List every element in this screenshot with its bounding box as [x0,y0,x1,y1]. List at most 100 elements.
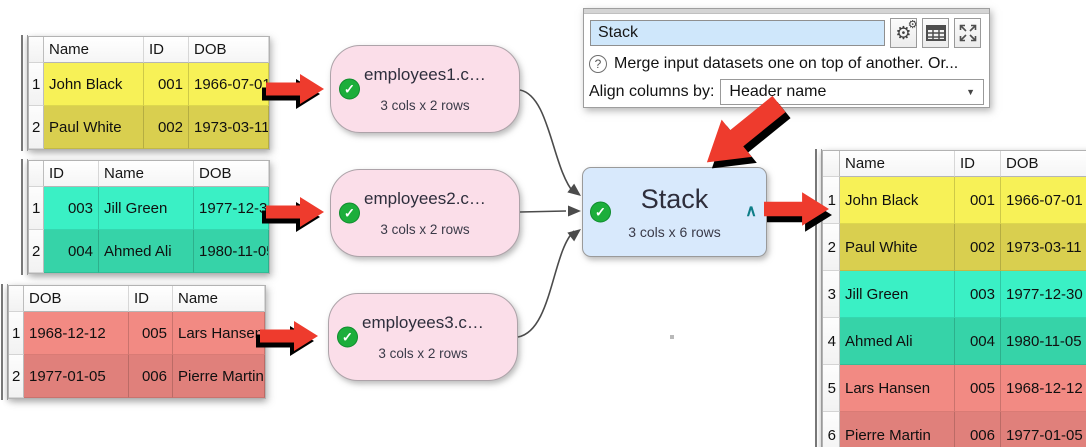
row-number[interactable]: 2 [29,230,44,273]
node-stack[interactable]: ✓ Stack 3 cols x 6 rows ∧ [582,167,767,257]
ok-check-icon: ✓ [339,202,360,224]
cell[interactable]: Lars Hansen [840,365,955,412]
header-cell[interactable]: Name [840,151,955,177]
cell[interactable]: 003 [44,187,99,230]
node-subtitle: 3 cols x 2 rows [380,98,470,113]
cell[interactable]: Pierre Martin [840,412,955,447]
panel-top-strip [584,9,989,14]
connector-lines [517,89,575,338]
node-title: employees3.c… [362,313,484,332]
corner-cell[interactable] [9,286,24,312]
cell[interactable]: Ahmed Ali [840,318,955,365]
cell[interactable]: Lars Hansen [173,312,265,355]
chevron-down-icon: ▼ [966,87,975,97]
help-icon[interactable]: ? [589,55,607,73]
row-number[interactable]: 5 [823,365,840,412]
align-columns-select[interactable]: Header name ▼ [720,79,984,105]
cell[interactable]: 1980-11-05 [194,230,269,273]
row-number[interactable]: 2 [9,355,24,398]
cell[interactable]: 1973-03-11 [1001,224,1086,271]
header-cell[interactable]: DOB [1001,151,1086,177]
row-number[interactable]: 3 [823,271,840,318]
cell[interactable]: Paul White [840,224,955,271]
cell[interactable]: John Black [44,63,144,106]
cell[interactable]: 005 [129,312,173,355]
cell[interactable]: 1977-12-30 [194,187,269,230]
cell[interactable]: Jill Green [99,187,194,230]
cell[interactable]: Pierre Martin [173,355,265,398]
header-cell[interactable]: ID [144,37,189,63]
cell[interactable]: 001 [955,177,1001,224]
node-employees3[interactable]: ✓ employees3.c… 3 cols x 2 rows [328,293,518,381]
node-description: Merge input datasets one on top of anoth… [614,55,959,72]
cell[interactable]: 001 [144,63,189,106]
cell[interactable]: 1977-01-05 [24,355,129,398]
canvas-grid-dot [670,335,674,339]
cell[interactable]: 1977-01-05 [1001,412,1086,447]
corner-cell[interactable] [823,151,840,177]
header-cell[interactable]: DOB [189,37,269,63]
cell[interactable]: 1966-07-01 [189,63,269,106]
cell[interactable]: 006 [129,355,173,398]
cell[interactable]: 004 [955,318,1001,365]
cell[interactable]: Paul White [44,106,144,149]
stack-properties-panel: ⚙ ⚙ [583,8,990,108]
cell[interactable]: 1980-11-05 [1001,318,1086,365]
cell[interactable]: 003 [955,271,1001,318]
node-title: employees1.c… [364,65,486,84]
header-cell[interactable]: ID [955,151,1001,177]
row-number[interactable]: 6 [823,412,840,447]
red-arrow-input2 [262,197,324,232]
row-number[interactable]: 2 [823,224,840,271]
header-cell[interactable]: ID [44,161,99,187]
header-cell[interactable]: Name [99,161,194,187]
node-employees1[interactable]: ✓ employees1.c… 3 cols x 2 rows [330,45,520,133]
maximize-button[interactable] [954,18,981,48]
header-cell[interactable]: DOB [194,161,269,187]
row-number[interactable]: 4 [823,318,840,365]
table-view-button[interactable] [922,18,949,48]
row-number[interactable]: 2 [29,106,44,149]
node-name-input[interactable] [590,20,885,46]
cell[interactable]: 1973-03-11 [189,106,269,149]
cell[interactable]: 1966-07-01 [1001,177,1086,224]
cell[interactable]: 1968-12-12 [24,312,129,355]
row-number[interactable]: 1 [29,187,44,230]
cell[interactable]: 002 [144,106,189,149]
cell[interactable]: Jill Green [840,271,955,318]
cell[interactable]: Ahmed Ali [99,230,194,273]
cell[interactable]: 002 [955,224,1001,271]
node-employees2[interactable]: ✓ employees2.c… 3 cols x 2 rows [330,169,520,257]
cell[interactable]: 1968-12-12 [1001,365,1086,412]
collapse-caret-icon[interactable]: ∧ [745,203,757,220]
align-columns-value: Header name [729,83,827,100]
header-cell[interactable]: Name [44,37,144,63]
settings-button[interactable]: ⚙ ⚙ [890,18,918,48]
cell[interactable]: John Black [840,177,955,224]
row-number[interactable]: 1 [9,312,24,355]
header-cell[interactable]: ID [129,286,173,312]
table-icon [925,25,946,41]
corner-cell[interactable] [29,37,44,63]
row-number[interactable]: 1 [823,177,840,224]
cell[interactable]: 005 [955,365,1001,412]
corner-cell[interactable] [29,161,44,187]
gear-icon: ⚙ ⚙ [895,19,918,43]
row-number[interactable]: 1 [29,63,44,106]
header-cell[interactable]: DOB [24,286,129,312]
cell[interactable]: 006 [955,412,1001,447]
header-cell[interactable]: Name [173,286,265,312]
cell[interactable]: 1977-12-30 [1001,271,1086,318]
cell[interactable]: 004 [44,230,99,273]
ok-check-icon: ✓ [339,78,360,100]
